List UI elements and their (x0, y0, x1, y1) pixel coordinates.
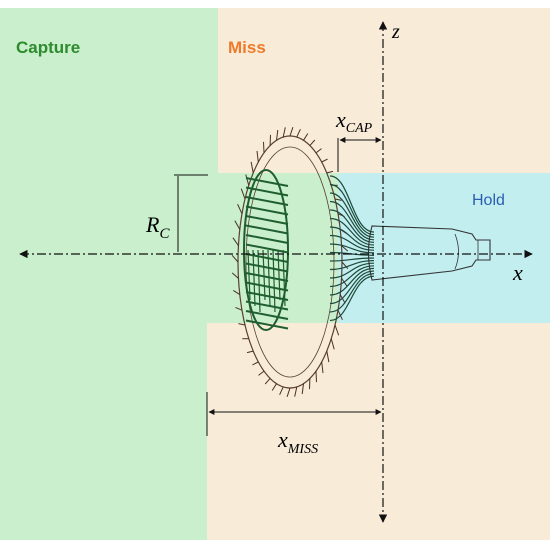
xcap-dimension (337, 137, 382, 172)
xcap-label: xCAP (335, 107, 373, 136)
capture-region (0, 8, 338, 540)
z-axis-label: z (391, 21, 400, 43)
rc-label: RC (145, 212, 170, 242)
xmiss-dimension (206, 392, 382, 436)
capture-label: Capture (16, 38, 80, 57)
hold-region (338, 173, 550, 323)
hold-label: Hold (472, 192, 505, 209)
x-axis-label: x (512, 260, 523, 285)
xmiss-label: xMISS (277, 427, 318, 457)
rc-dimension (174, 174, 208, 252)
net-icon (231, 127, 349, 397)
miss-label: Miss (228, 38, 266, 57)
